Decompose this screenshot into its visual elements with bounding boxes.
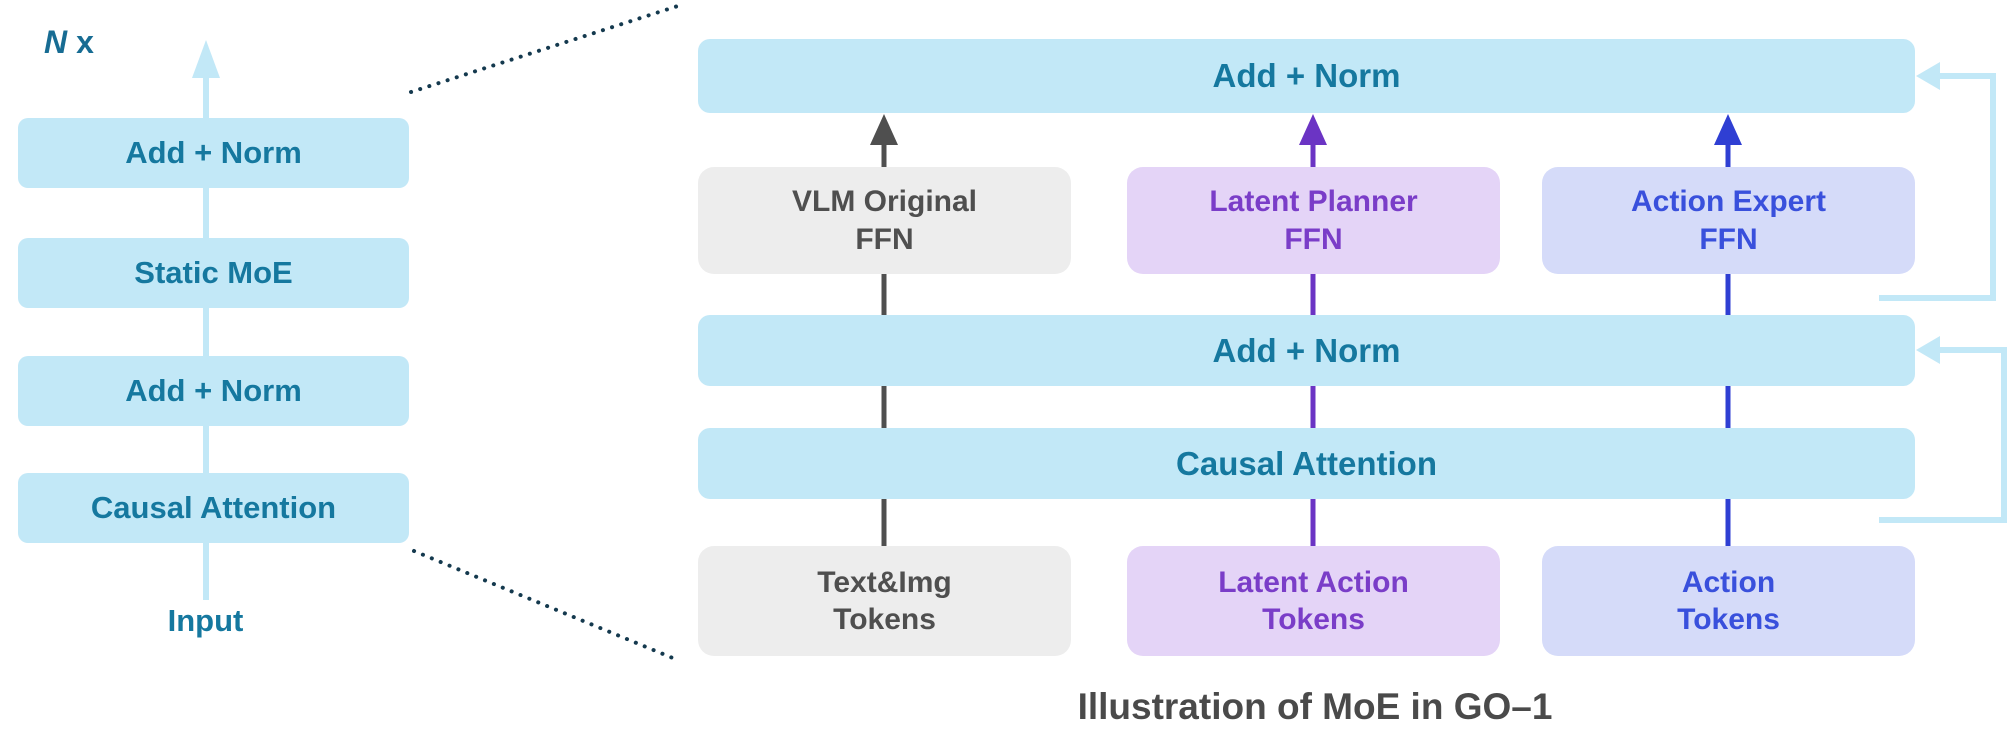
stack-box-static-moe: Static MoE [18,238,409,308]
expert-box-latent-planner-ffn: Latent Planner FFN [1127,167,1500,274]
repeat-count-n: N [44,24,68,60]
residual-skip-top-arrowhead-icon [1916,62,1940,90]
token-box-action: Action Tokens [1542,546,1915,656]
residual-skip-bottom-arrowhead-icon [1916,336,1940,364]
zoom-guide-top-dotted-line [409,2,686,94]
detail-bar-add-norm-top: Add + Norm [698,39,1915,113]
token-label-line1: Latent Action [1218,565,1409,599]
token-label-line2: Tokens [833,603,936,636]
repeat-count-x: x [76,24,94,60]
token-label-line2: Tokens [1262,603,1365,636]
expert-label-line1: Action Expert [1630,185,1827,219]
expert-label-line2: FFN [1699,222,1758,256]
token-label-line1: Action [1681,565,1776,599]
expert-box-action-expert-ffn: Action Expert FFN [1542,167,1915,274]
latent-ffn-arrowhead-icon [1299,114,1327,145]
figure-caption: Illustration of MoE in GO–1 [1077,686,1553,727]
token-box-text-img: Text&Img Tokens [698,546,1071,656]
token-label-line1: Text&Img [817,565,952,599]
expert-label-line1: VLM Original [791,185,977,219]
stack-box-add-norm-top: Add + Norm [18,118,409,188]
token-label-line2: Tokens [1677,603,1780,636]
residual-skip-bottom-line [1879,347,2007,523]
input-label: Input [167,603,244,638]
expert-label-line2: FFN [1284,222,1343,256]
action-ffn-arrowhead-icon [1714,114,1742,145]
zoom-guide-bottom-dotted-line [412,549,682,663]
token-box-latent-action: Latent Action Tokens [1127,546,1500,656]
input-flow-arrowhead-icon [192,40,220,78]
expert-box-vlm-original-ffn: VLM Original FFN [698,167,1071,274]
expert-label-line1: Latent Planner [1209,185,1418,219]
residual-skip-top-line [1879,73,1996,301]
expert-label-line2: FFN [855,222,914,256]
detail-bar-causal-attention: Causal Attention [698,428,1915,499]
stack-box-causal-attention: Causal Attention [18,473,409,543]
vlm-ffn-arrowhead-icon [870,114,898,145]
stack-box-add-norm-bottom: Add + Norm [18,356,409,426]
detail-bar-add-norm-mid: Add + Norm [698,315,1915,386]
